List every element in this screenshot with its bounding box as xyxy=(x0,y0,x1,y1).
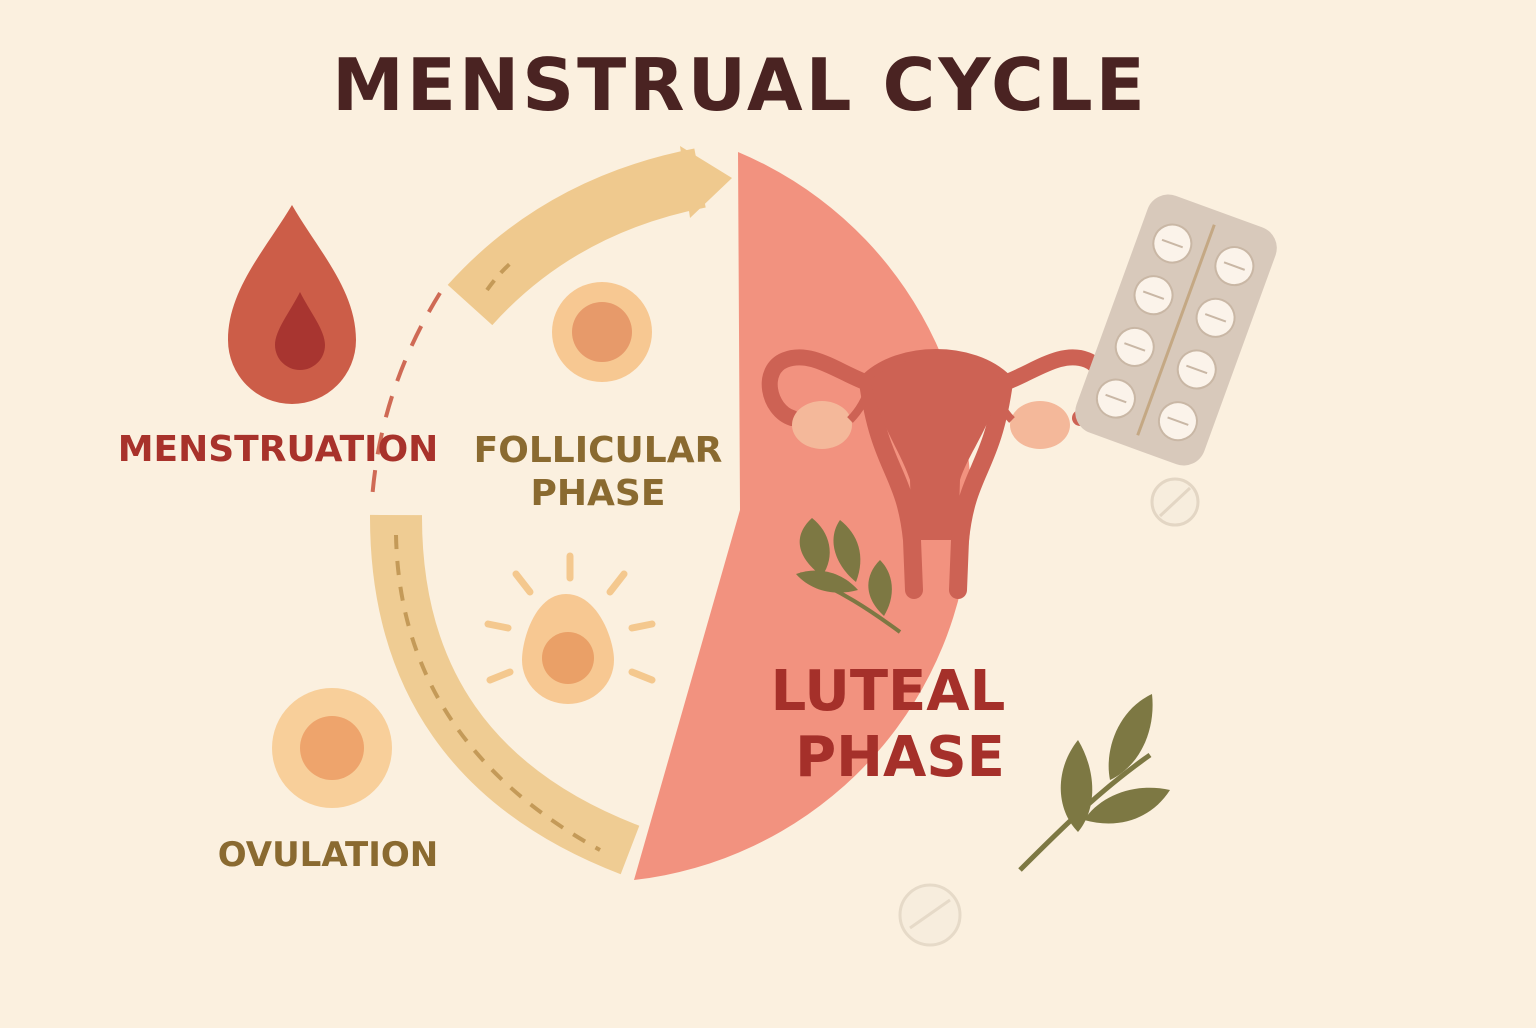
pill-icon-bottom xyxy=(898,883,962,947)
cycle-arrow-top xyxy=(447,146,732,326)
cycle-arrow-bottom xyxy=(369,514,640,875)
blood-drop-icon xyxy=(228,205,356,404)
ovulation-follicle-icon xyxy=(272,688,392,808)
ovulation-label: OVULATION xyxy=(218,835,438,875)
luteal-phase-label-line2: PHASE xyxy=(795,725,1005,790)
follicular-phase-label-line1: FOLLICULAR xyxy=(474,430,723,471)
pill-blister-icon xyxy=(1075,194,1277,466)
leaf-branch-icon xyxy=(1018,694,1170,872)
cycle-dashed-connector xyxy=(370,291,442,501)
menstruation-label: MENSTRUATION xyxy=(118,429,439,470)
luteal-phase-label-line1: LUTEAL xyxy=(771,659,1006,724)
uterus-body xyxy=(870,357,1002,540)
ovary-tube-left xyxy=(847,388,872,423)
pill-icon xyxy=(1150,477,1200,527)
follicular-phase-label-line2: PHASE xyxy=(531,473,666,514)
egg-icon xyxy=(484,552,656,704)
follicle-icon xyxy=(552,282,652,382)
diagram-title: MENSTRUAL CYCLE xyxy=(332,43,1148,127)
leaf-sprig-icon xyxy=(796,518,902,634)
right-ovary xyxy=(1010,401,1070,449)
luteal-phase-segment xyxy=(634,152,972,880)
ovary-tube-right xyxy=(996,387,1015,423)
left-ovary xyxy=(792,401,852,449)
